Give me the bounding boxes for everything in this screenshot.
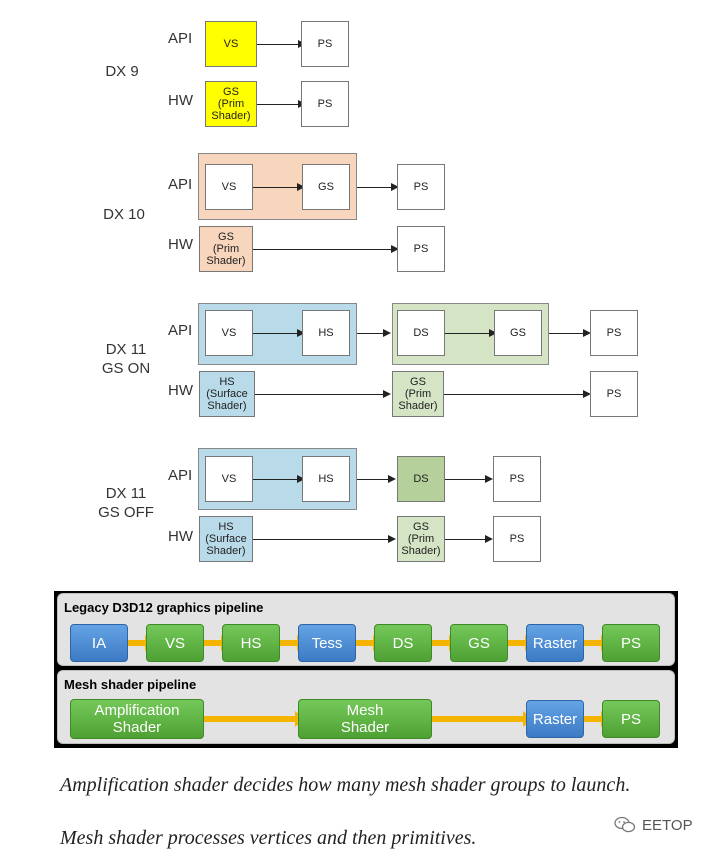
legacy-pipeline-panel: Legacy D3D12 graphics pipeline IA VS HS … [57,593,675,666]
dx10-hw-label: HW [168,236,193,253]
dx11off-hw-ps-box: PS [493,516,541,562]
mesh-arrow-1 [204,711,305,727]
dx11off-api-arrow2-line [357,479,390,480]
dx11on-api-ds-box: DS [397,310,445,356]
dx11on-api-arrow4-head [583,329,591,337]
dx11on-api-arrow1-line [253,333,299,334]
dx11off-hw-gs-box: GS (Prim Shader) [397,516,445,562]
mesh-pipeline-panel: Mesh shader pipeline Amplification Shade… [57,670,675,744]
mesh-stage-ps: PS [602,700,660,738]
watermark: EETOP [614,816,693,834]
dx9-hw-arrow-line [257,104,299,105]
legacy-arrow-6 [508,635,535,651]
dx10-title: DX 10 [103,206,145,223]
dx11off-api-arrow1-head [297,475,305,483]
legacy-stage-vs: VS [146,624,204,662]
dx10-hw-gs-box: GS (Prim Shader) [199,226,253,272]
legacy-stage-ds: DS [374,624,432,662]
dx9-api-arrow-line [257,44,299,45]
legacy-stage-gs: GS [450,624,508,662]
dx9-title: DX 9 [105,63,139,80]
dx11on-api-ps-box: PS [590,310,638,356]
dx11off-api-vs-box: VS [205,456,253,502]
mesh-stage-amplification: Amplification Shader [70,699,204,739]
dx11off-api-ds-box: DS [397,456,445,502]
dx11on-api-vs-box: VS [205,310,253,356]
legacy-arrow-4 [356,635,383,651]
dx10-hw-arrow-head [391,245,399,253]
mesh-pipeline-title: Mesh shader pipeline [64,677,197,692]
dx11off-api-arrow2-head [388,475,396,483]
dx11off-hw-arrow1-head [388,535,396,543]
dx10-hw-ps-box: PS [397,226,445,272]
pipelines-panel: Legacy D3D12 graphics pipeline IA VS HS … [54,591,678,748]
dx11on-hw-arrow2-line [444,394,585,395]
dx11on-api-arrow1-head [297,329,305,337]
dx9-api-vs-box: VS [205,21,257,67]
dx11on-api-label: API [168,322,193,339]
watermark-text: EETOP [642,816,693,834]
dx11on-api-gs-box: GS [494,310,542,356]
mesh-stage-mesh: Mesh Shader [298,699,432,739]
dx10-api-vs-box: VS [205,164,253,210]
legacy-stage-ps: PS [602,624,660,662]
dx9-hw-gs-box: GS (Prim Shader) [205,81,257,127]
dx11on-hw-arrow1-line [255,394,385,395]
dx11off-api-arrow3-line [445,479,487,480]
dx11on-hw-hs-box: HS (Surface Shader) [199,371,255,417]
dx11on-api-arrow3-head [489,329,497,337]
legacy-stage-ia: IA [70,624,128,662]
dx9-hw-label: HW [168,92,193,109]
legacy-arrow-1 [128,635,155,651]
legacy-arrow-7 [584,635,611,651]
dx9-api-ps-box: PS [301,21,349,67]
dx10-api-gs-box: GS [302,164,350,210]
dx10-api-label: API [168,176,193,193]
dx11off-hw-arrow2-line [445,539,487,540]
dx10-hw-arrow-line [253,249,393,250]
dx11on-hw-gs-box: GS (Prim Shader) [392,371,444,417]
legacy-stage-hs: HS [222,624,280,662]
dx11off-api-arrow1-line [253,479,299,480]
dx11on-hw-arrow2-head [583,390,591,398]
wechat-icon [614,816,636,833]
caption-amplification: Amplification shader decides how many me… [60,774,631,796]
dx11on-api-arrow2-head [383,329,391,337]
dx11on-api-arrow3-line [445,333,491,334]
dx9-hw-ps-box: PS [301,81,349,127]
legacy-arrow-3 [280,635,307,651]
mesh-arrow-3 [584,711,611,727]
dx11on-title: DX 11 GS ON [101,341,151,377]
dx11off-api-arrow3-head [485,475,493,483]
dx11on-hw-arrow1-head [383,390,391,398]
dx11on-api-arrow4-line [549,333,585,334]
dx10-api-arrow1-head [297,183,305,191]
legacy-arrow-2 [204,635,231,651]
dx9-api-label: API [168,30,193,47]
mesh-arrow-2 [432,711,533,727]
dx11on-api-hs-box: HS [302,310,350,356]
dx11off-hw-arrow2-head [485,535,493,543]
legacy-stage-tess: Tess [298,624,356,662]
dx10-api-arrow2-line [357,187,393,188]
dx10-api-ps-box: PS [397,164,445,210]
dx11off-hw-arrow1-line [253,539,390,540]
legacy-stage-raster: Raster [526,624,584,662]
dx11off-hw-hs-box: HS (Surface Shader) [199,516,253,562]
mesh-stage-raster: Raster [526,700,584,738]
dx10-api-arrow2-head [391,183,399,191]
dx11off-api-ps-box: PS [493,456,541,502]
dx10-api-arrow1-line [253,187,299,188]
dx11off-title: DX 11 GS OFF [98,485,154,521]
dx11on-api-arrow2-line [357,333,385,334]
legacy-pipeline-title: Legacy D3D12 graphics pipeline [64,600,264,615]
dx11off-api-hs-box: HS [302,456,350,502]
dx11off-api-label: API [168,467,193,484]
legacy-arrow-5 [432,635,459,651]
dx11off-hw-label: HW [168,528,193,545]
caption-mesh: Mesh shader processes vertices and then … [60,827,477,849]
dx11on-hw-ps-box: PS [590,371,638,417]
dx11on-hw-label: HW [168,382,193,399]
